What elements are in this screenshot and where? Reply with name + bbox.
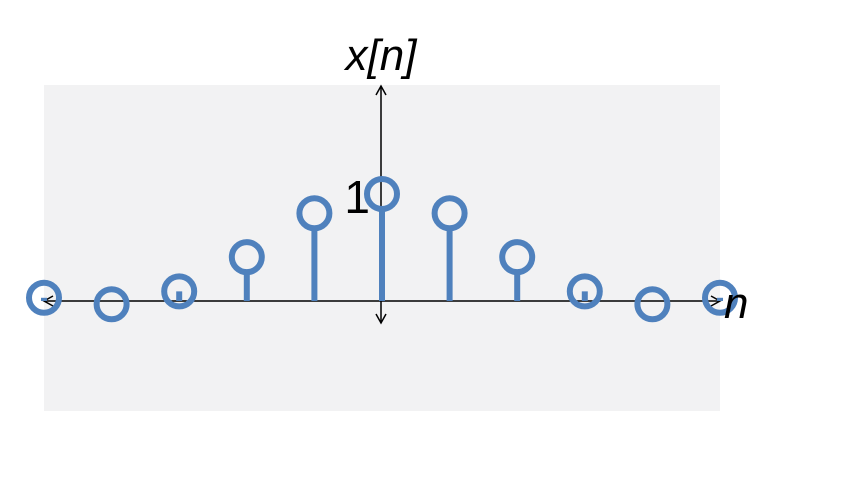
y-tick-label-1: 1	[344, 171, 370, 223]
stem-marker	[566, 273, 603, 310]
stem-marker	[93, 286, 130, 323]
x-axis-label: n	[724, 279, 748, 328]
stem-marker	[228, 239, 265, 276]
stem-marker	[431, 195, 468, 232]
stem-marker	[161, 273, 198, 310]
y-axis-top-arrow	[375, 84, 387, 96]
stem-marker	[26, 279, 62, 316]
y-axis-bottom-arrow	[375, 313, 387, 325]
stem-marker	[702, 279, 738, 316]
stem-marker	[364, 176, 400, 212]
stem-marker	[499, 239, 536, 276]
y-axis-label: x[n]	[344, 31, 419, 80]
stem-marker	[634, 286, 671, 323]
stem-marker	[296, 195, 333, 232]
stem-series	[26, 176, 738, 323]
